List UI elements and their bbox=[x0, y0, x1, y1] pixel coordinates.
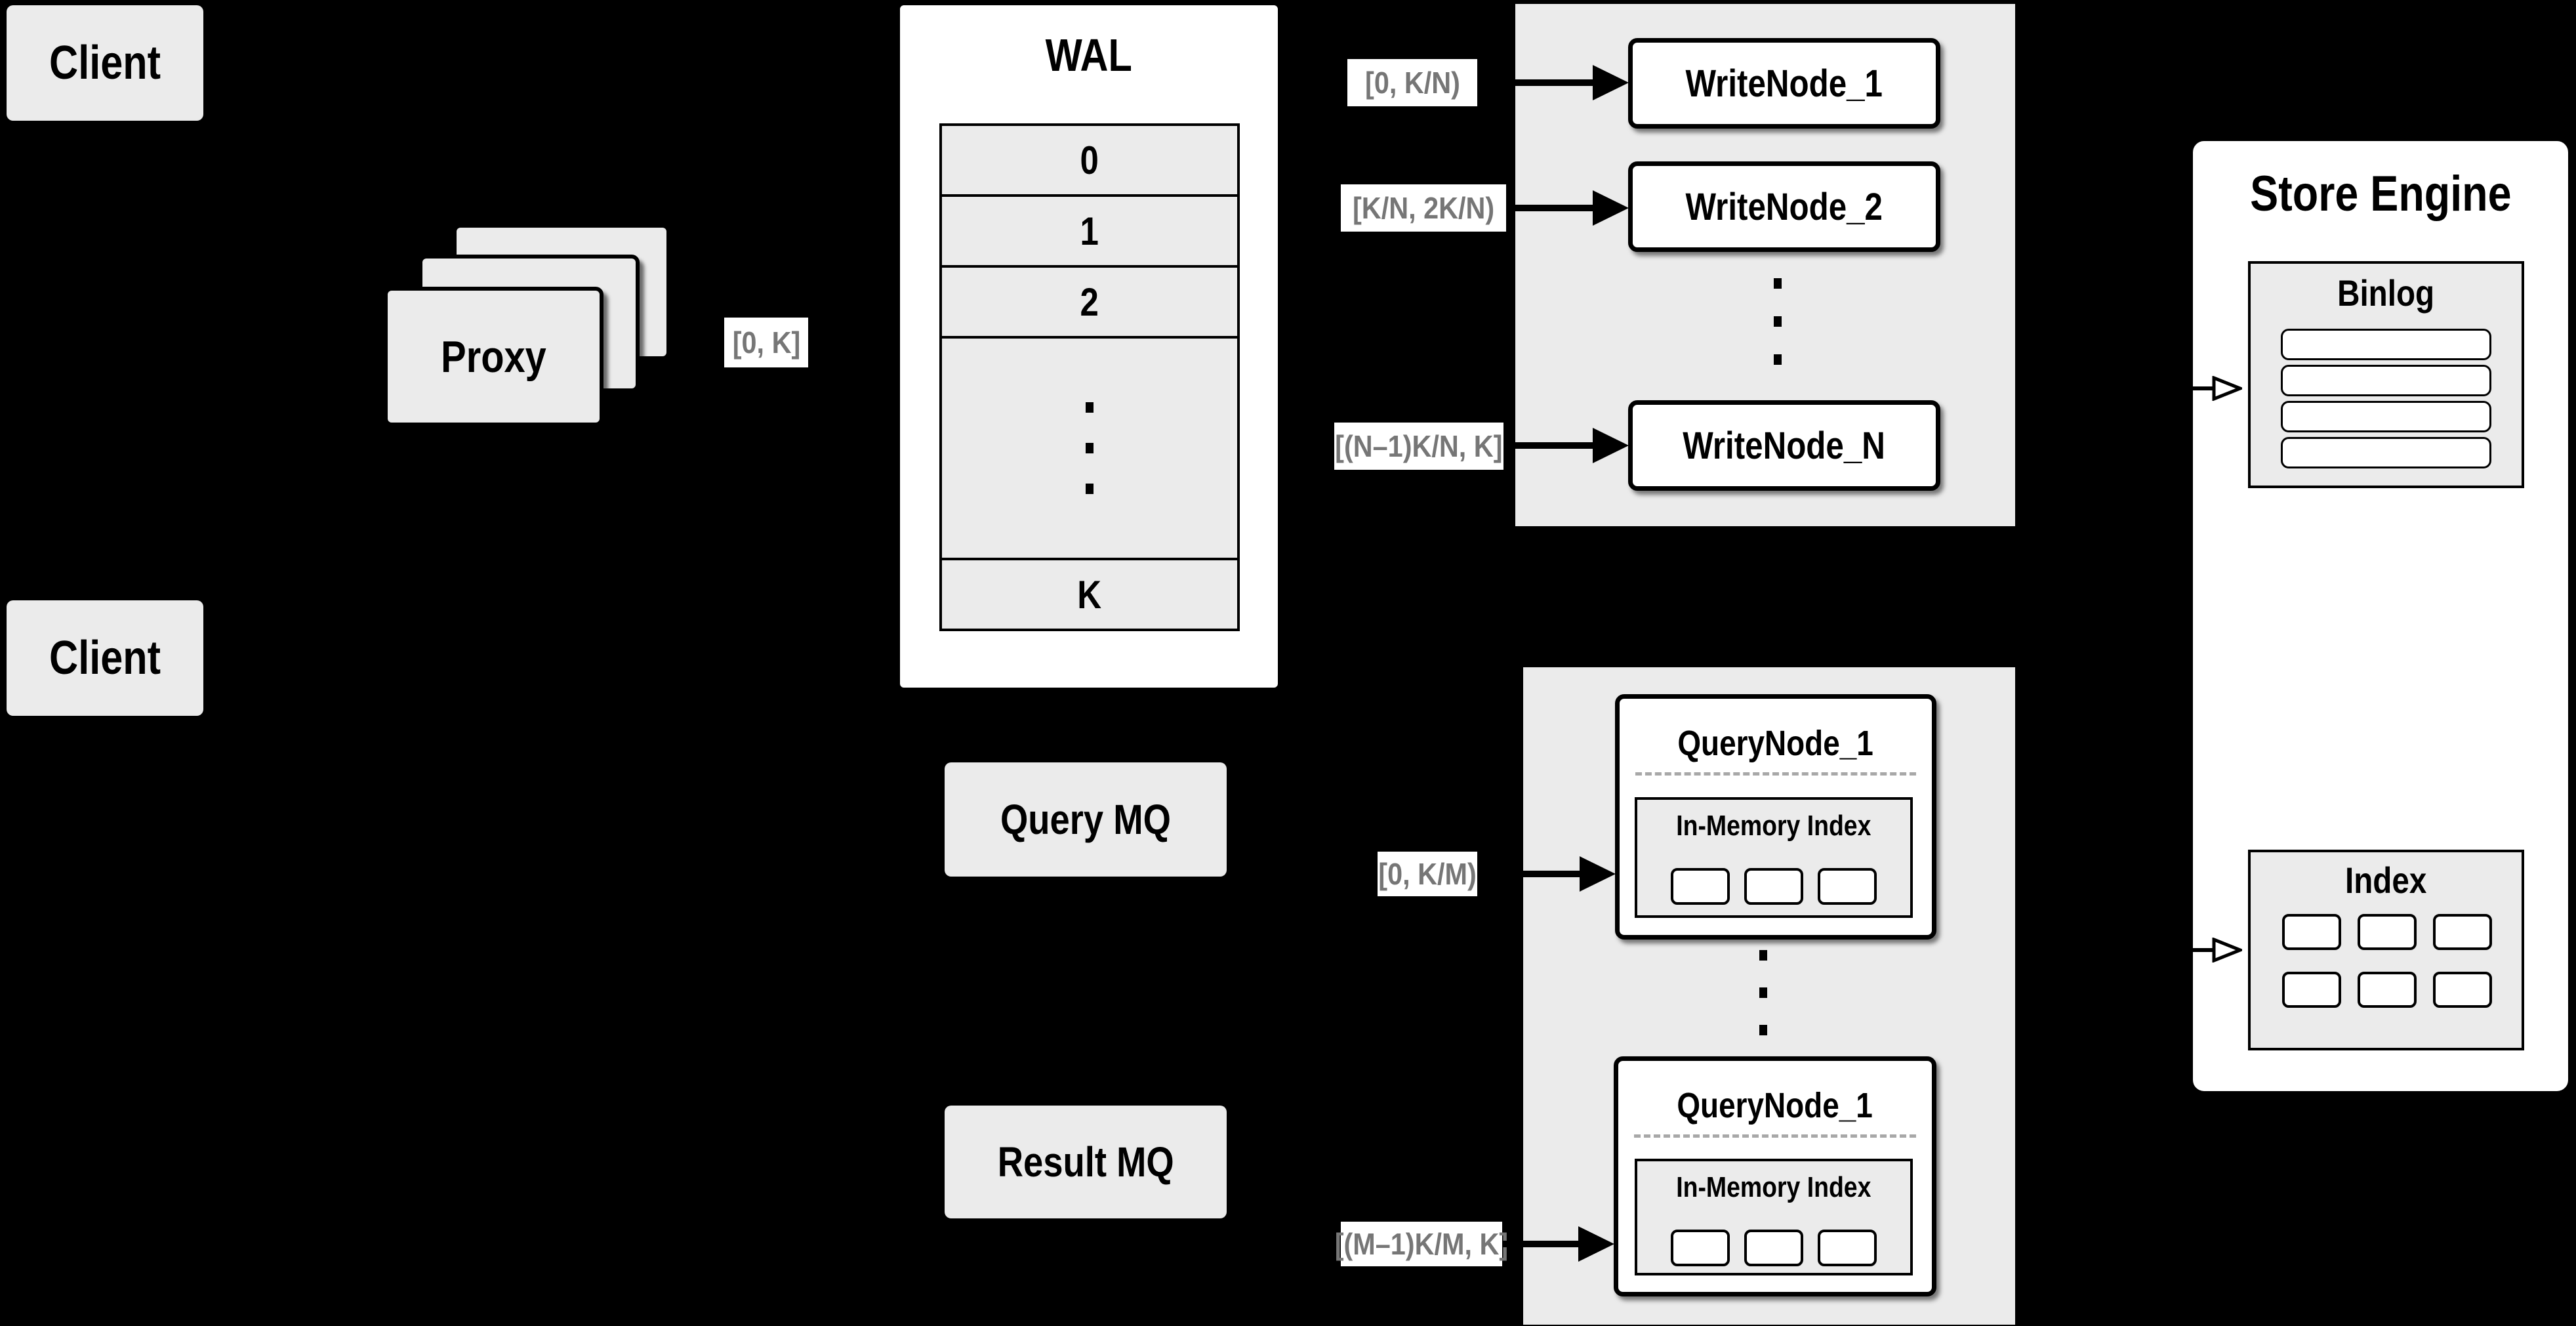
dashed-separator bbox=[1634, 1134, 1916, 1138]
arrowhead-icon bbox=[1578, 1226, 1614, 1262]
write-node-n-box: WriteNode_N bbox=[1628, 400, 1940, 491]
memory-segment bbox=[1818, 868, 1877, 905]
range-label-query-node-bottom: [(M–1)K/M, K] bbox=[1335, 1222, 1508, 1266]
result-mq-box: Result MQ bbox=[945, 1106, 1227, 1218]
arrowhead-icon bbox=[1593, 190, 1629, 226]
binlog-box: Binlog bbox=[2248, 261, 2524, 488]
arrow-to-binlog bbox=[2184, 386, 2213, 390]
arrowhead-icon bbox=[1593, 65, 1629, 100]
vertical-ellipsis-dot bbox=[1774, 316, 1782, 327]
query-node-top-box: QueryNode_1 In-Memory Index bbox=[1615, 694, 1936, 940]
range-label-proxy-out: [0, K] bbox=[724, 318, 808, 367]
vertical-ellipsis-dot bbox=[1774, 354, 1782, 365]
client-box-top: Client bbox=[7, 5, 203, 121]
in-memory-index-title: In-Memory Index bbox=[1676, 1171, 1871, 1203]
binlog-row bbox=[2281, 401, 2491, 432]
binlog-row bbox=[2281, 329, 2491, 360]
memory-segment bbox=[1744, 1230, 1803, 1266]
binlog-row bbox=[2281, 365, 2491, 396]
binlog-title: Binlog bbox=[2337, 272, 2435, 314]
memory-segment bbox=[1671, 868, 1730, 905]
in-memory-index-box-bottom: In-Memory Index bbox=[1635, 1159, 1913, 1275]
write-node-2-box: WriteNode_2 bbox=[1628, 161, 1940, 252]
wal-row-ellipsis bbox=[939, 336, 1240, 560]
index-segment bbox=[2433, 914, 2492, 950]
vertical-ellipsis-dot bbox=[1759, 987, 1767, 998]
vertical-ellipsis-dot bbox=[1759, 1025, 1767, 1035]
client-box-bottom: Client bbox=[7, 600, 203, 716]
wal-row-0: 0 bbox=[939, 123, 1240, 197]
client-bottom-label: Client bbox=[49, 632, 161, 684]
arrowhead-icon bbox=[1593, 428, 1629, 463]
in-memory-index-box-top: In-Memory Index bbox=[1635, 797, 1913, 918]
index-segment bbox=[2282, 972, 2341, 1008]
wal-row-k: K bbox=[939, 558, 1240, 631]
memory-segment-row bbox=[1637, 1230, 1910, 1266]
wal-title: WAL bbox=[1045, 30, 1133, 81]
wal-row-1: 1 bbox=[939, 194, 1240, 268]
vertical-ellipsis-dot bbox=[1759, 950, 1767, 961]
vertical-ellipsis-dot bbox=[1086, 402, 1094, 413]
memory-segment bbox=[1818, 1230, 1877, 1266]
query-node-top-title: QueryNode_1 bbox=[1677, 724, 1874, 763]
proxy-label: Proxy bbox=[441, 331, 546, 382]
vertical-ellipsis-dot bbox=[1086, 484, 1094, 494]
range-label-write-node-n: [(N–1)K/N, K] bbox=[1334, 423, 1503, 470]
hollow-arrowhead-icon bbox=[2212, 938, 2242, 963]
arrow-to-write-node-1 bbox=[1477, 79, 1594, 86]
write-node-1-box: WriteNode_1 bbox=[1628, 38, 1940, 129]
wal-panel: WAL 0 1 2 K bbox=[897, 3, 1280, 690]
store-engine-title: Store Engine bbox=[2249, 165, 2512, 222]
index-segment bbox=[2282, 914, 2341, 950]
index-segment bbox=[2358, 914, 2417, 950]
wal-row-2: 2 bbox=[939, 265, 1240, 339]
query-node-bottom-title: QueryNode_1 bbox=[1677, 1086, 1873, 1125]
index-title: Index bbox=[2345, 859, 2427, 901]
vertical-ellipsis-dot bbox=[1774, 278, 1782, 289]
arrowhead-icon bbox=[1580, 856, 1616, 892]
arrow-to-write-node-2 bbox=[1506, 205, 1594, 211]
index-segment bbox=[2433, 972, 2492, 1008]
vertical-ellipsis-dot bbox=[1086, 443, 1094, 453]
index-box: Index bbox=[2248, 850, 2524, 1050]
query-mq-box: Query MQ bbox=[945, 762, 1227, 877]
memory-segment bbox=[1671, 1230, 1730, 1266]
arrow-to-write-node-n bbox=[1503, 442, 1594, 449]
proxy-card-front: Proxy bbox=[384, 287, 603, 426]
arrow-to-index bbox=[2184, 948, 2213, 952]
binlog-row bbox=[2281, 437, 2491, 468]
range-label-query-node-top: [0, K/M) bbox=[1378, 852, 1477, 896]
query-node-bottom-box: QueryNode_1 In-Memory Index bbox=[1614, 1056, 1936, 1296]
dashed-separator bbox=[1635, 772, 1916, 776]
range-label-write-node-1: [0, K/N) bbox=[1347, 59, 1477, 106]
hollow-arrowhead-icon bbox=[2212, 376, 2242, 401]
in-memory-index-title: In-Memory Index bbox=[1676, 810, 1871, 842]
arrow-to-query-node-bottom bbox=[1502, 1241, 1580, 1247]
index-segment bbox=[2358, 972, 2417, 1008]
arrow-to-query-node-top bbox=[1477, 871, 1581, 877]
memory-segment bbox=[1744, 868, 1803, 905]
range-label-write-node-2: [K/N, 2K/N) bbox=[1341, 184, 1506, 232]
client-top-label: Client bbox=[49, 37, 161, 89]
memory-segment-row bbox=[1637, 868, 1910, 905]
